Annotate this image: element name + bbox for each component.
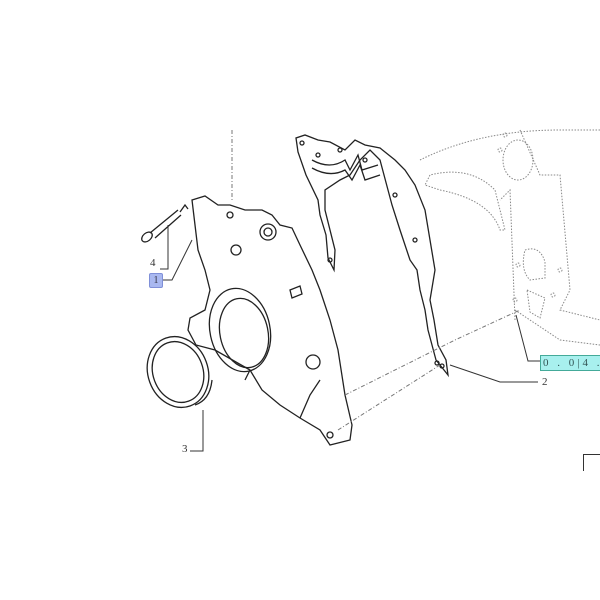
engine-block-outline xyxy=(419,129,600,346)
assembly-axis-lines xyxy=(231,130,521,431)
front-cover-part xyxy=(187,195,353,446)
leader-lines xyxy=(160,225,540,452)
gasket-part-2 xyxy=(295,134,449,378)
seal-ring-part-3 xyxy=(146,335,213,409)
callout-4[interactable]: 4 xyxy=(150,257,156,269)
frame-corner-mark xyxy=(583,454,600,471)
callout-3[interactable]: 3 xyxy=(182,443,188,455)
callout-1-hotspot[interactable]: 1 xyxy=(149,273,163,288)
reference-link[interactable]: 0 . 0|4 . xyxy=(540,355,600,371)
callout-2[interactable]: 2 xyxy=(542,376,548,388)
bolt-part-4 xyxy=(141,203,189,243)
